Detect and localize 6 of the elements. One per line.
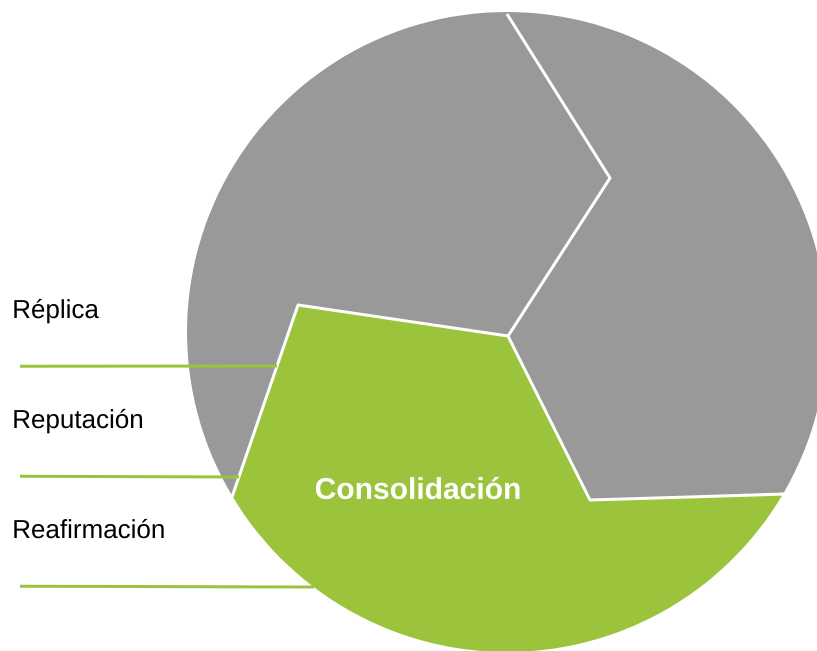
item-label: Reputación [14, 408, 142, 434]
item-label: Réplica [14, 298, 99, 324]
leader-line [20, 474, 239, 478]
item-label: Reafirmación [14, 518, 164, 538]
leader-line [20, 364, 277, 368]
leader-line [20, 584, 314, 588]
